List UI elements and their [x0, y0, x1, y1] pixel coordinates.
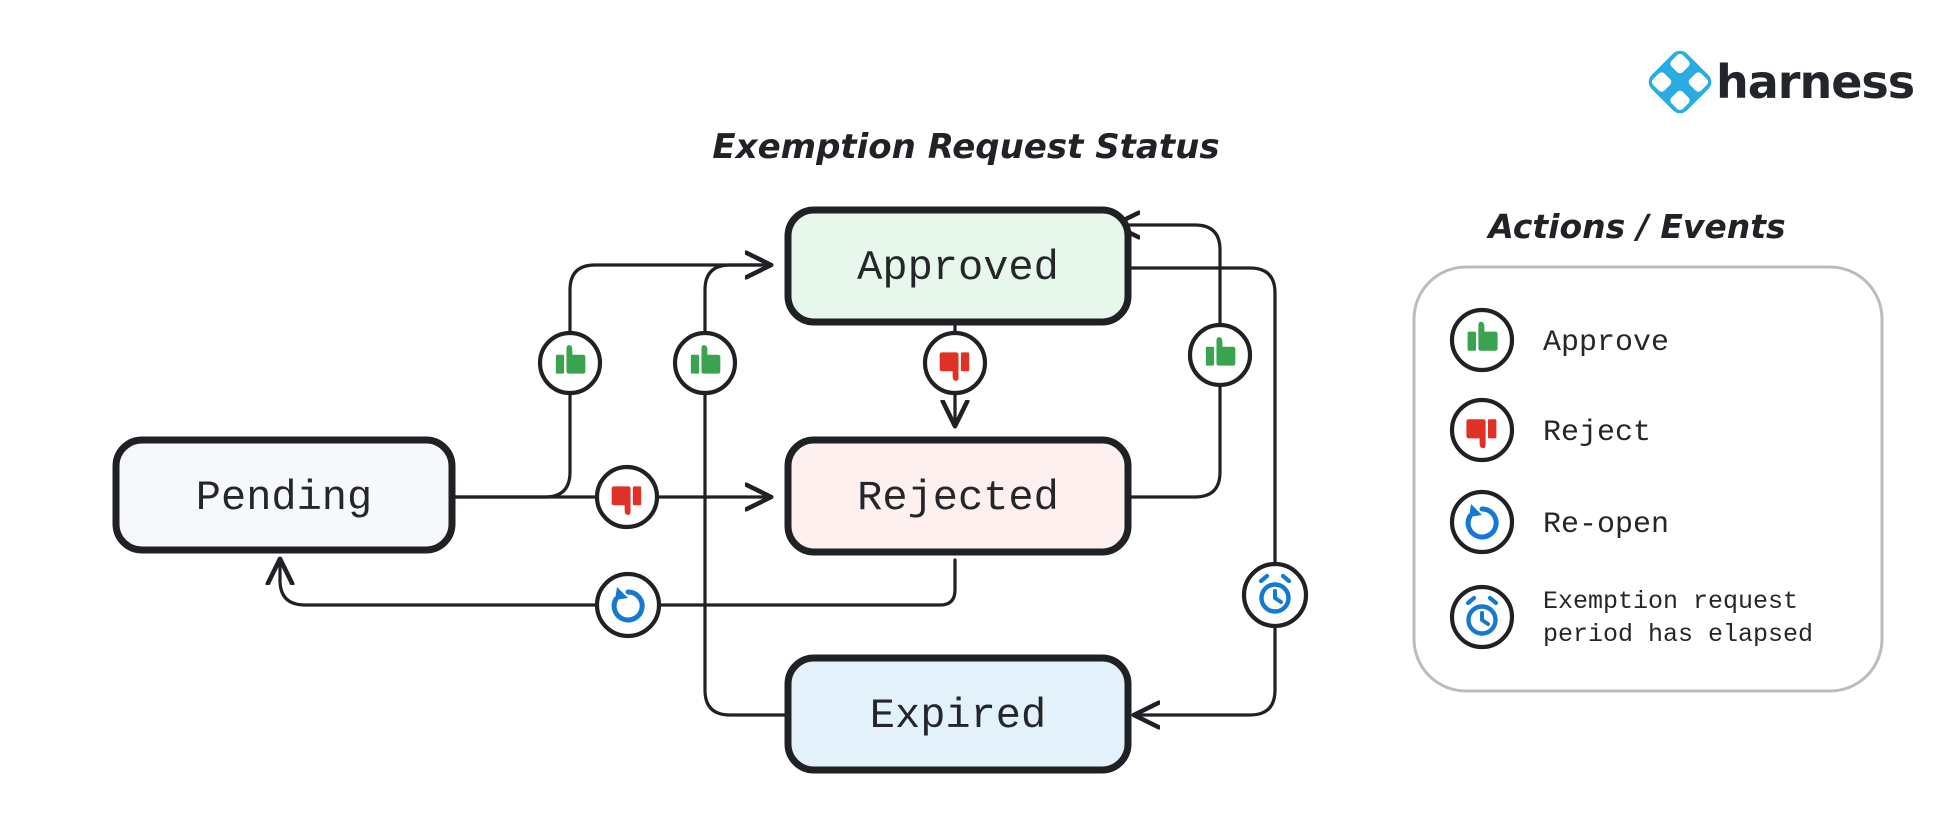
thumbs-up-icon [1467, 321, 1498, 351]
thumbs-down-icon [1466, 419, 1497, 449]
node-pending-box [112, 436, 456, 554]
node-pending[interactable]: Pending [112, 436, 456, 554]
edge-badge-approve-expired [672, 330, 738, 396]
thumbs-up-icon [1205, 337, 1236, 366]
edge-badge-approve-pending [537, 330, 603, 396]
legend-title: Actions / Events [1485, 207, 1785, 246]
legend-label-elapsed-line2: period has elapsed [1543, 620, 1813, 649]
node-rejected-label: Rejected [857, 474, 1059, 522]
legend-item-reject[interactable]: Reject [1449, 397, 1651, 463]
node-approved-label: Approved [857, 244, 1059, 292]
node-approved[interactable]: Approved [784, 206, 1132, 326]
node-rejected-box [784, 436, 1132, 556]
edge-badge-elapsed [1241, 561, 1309, 629]
thumbs-up-icon [555, 345, 586, 374]
thumbs-up-icon [690, 345, 721, 374]
node-pending-label: Pending [196, 474, 372, 522]
node-approved-box [784, 206, 1132, 326]
node-expired-label: Expired [870, 692, 1046, 740]
thumbs-down-icon [939, 352, 970, 381]
legend-label-reopen: Re-open [1543, 508, 1669, 542]
edge-expired-to-approved [703, 263, 787, 717]
alarm-clock-icon [1465, 595, 1499, 636]
alarm-clock-icon [1258, 573, 1292, 614]
edge-badge-reopen [594, 571, 662, 639]
legend-badge-reopen [1449, 489, 1515, 555]
node-expired[interactable]: Expired [784, 654, 1132, 774]
harness-wordmark: harness [1716, 55, 1914, 109]
node-rejected[interactable]: Rejected [784, 436, 1132, 556]
legend-item-elapsed[interactable]: Exemption request period has elapsed [1449, 584, 1813, 650]
thumbs-down-icon [611, 486, 642, 515]
legend-item-reopen[interactable]: Re-open [1449, 489, 1669, 555]
legend-item-approve[interactable]: Approve [1449, 307, 1669, 373]
legend-panel [1412, 265, 1884, 693]
legend-label-reject: Reject [1543, 416, 1651, 450]
legend-label-elapsed-line1: Exemption request [1543, 587, 1798, 616]
undo-arrow-icon [1465, 504, 1499, 540]
edge-badge-approve-rejected [1187, 322, 1253, 388]
diagram-title: Exemption Request Status [712, 127, 1219, 167]
node-expired-box [784, 654, 1132, 774]
edge-badge-reject-pending [594, 464, 660, 530]
harness-diamond-logo-icon [1648, 50, 1712, 114]
edge-approved-to-expired [1126, 266, 1277, 715]
legend-label-approve: Approve [1543, 326, 1669, 360]
edge-badge-reject-approved [922, 330, 988, 396]
harness-logo[interactable]: harness [1645, 47, 1915, 118]
undo-arrow-icon [611, 587, 645, 623]
